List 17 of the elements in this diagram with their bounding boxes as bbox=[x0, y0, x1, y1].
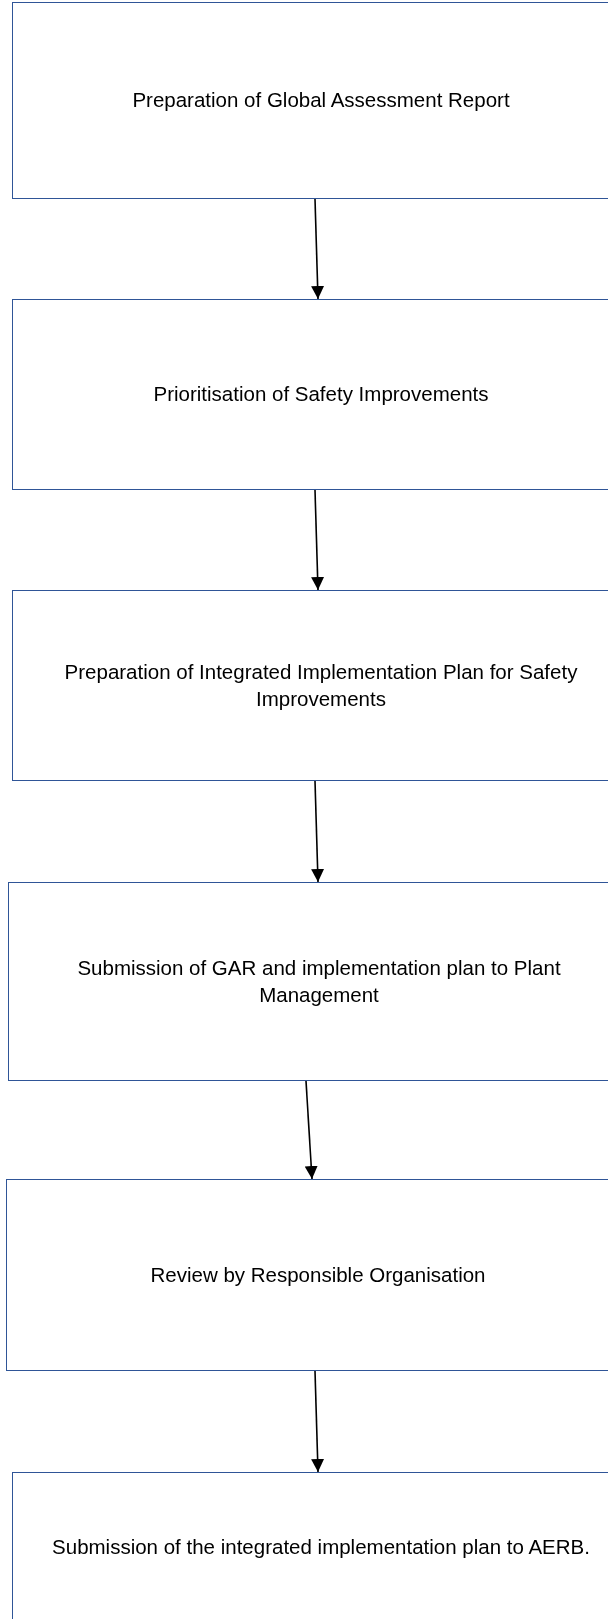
arrow bbox=[311, 489, 325, 591]
process-box bbox=[12, 1472, 608, 1619]
process-box bbox=[12, 2, 608, 199]
arrow bbox=[311, 1370, 325, 1473]
process-box bbox=[12, 590, 608, 781]
step-text: Submission of the integrated implementation plan to AERB. bbox=[51, 1533, 591, 1560]
step-text: Preparation of Global Assessment Report bbox=[131, 87, 511, 114]
process-box bbox=[6, 1179, 608, 1371]
arrow bbox=[311, 780, 325, 883]
step-text: Review by Responsible Organisation bbox=[149, 1261, 487, 1288]
arrow bbox=[304, 1080, 318, 1180]
step-text: Submission of GAR and implementation plan to Plant Management bbox=[76, 954, 562, 1008]
step-text: Prioritisation of Safety Improvements bbox=[152, 381, 490, 408]
process-box bbox=[8, 882, 608, 1081]
process-box bbox=[12, 299, 608, 490]
arrow bbox=[311, 198, 325, 300]
step-text: Preparation of Integrated Implementation Plan for Safety Improvements bbox=[63, 658, 579, 712]
